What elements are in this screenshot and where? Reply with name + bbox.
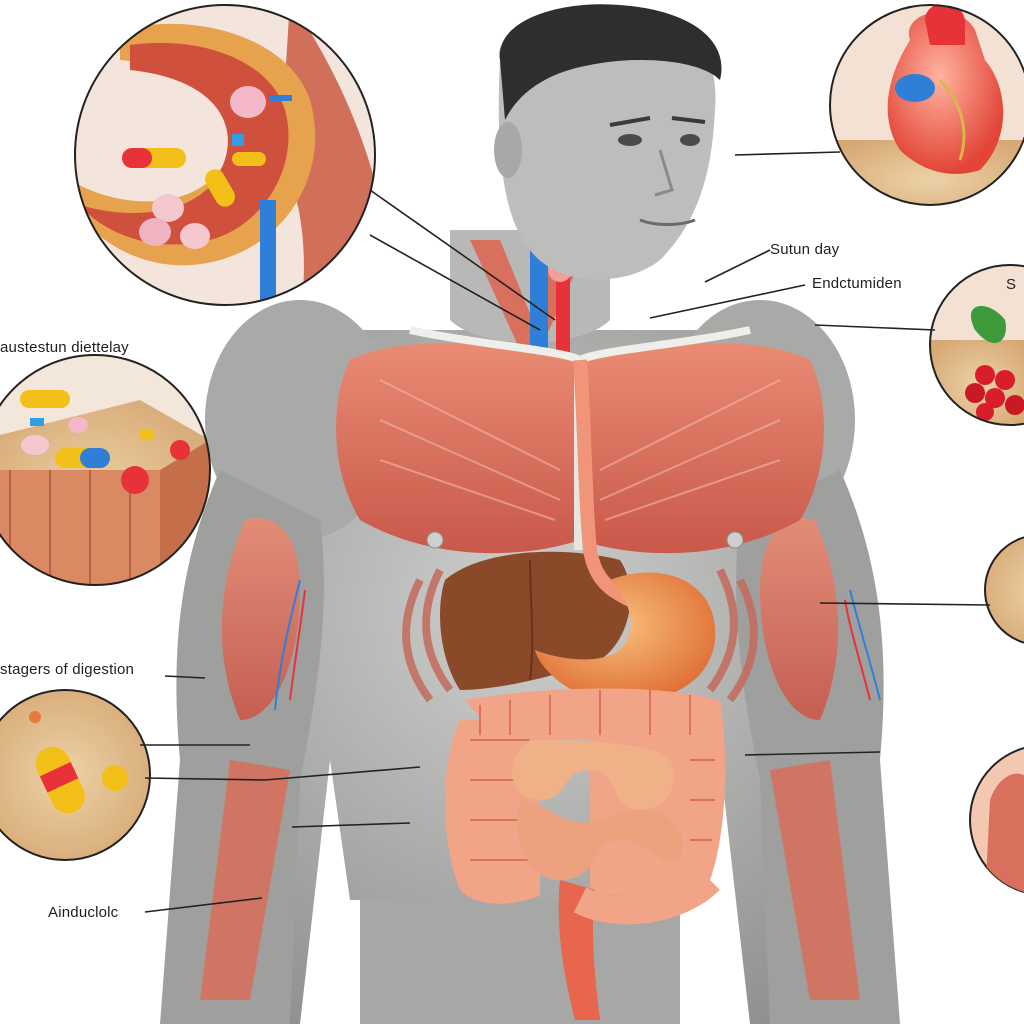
label-ainduclolc: Ainduclolc [48,904,119,921]
right-edge-inset-lower [969,746,1024,895]
human-figure [160,4,900,1024]
label-sutun-day: Sutun day [770,241,840,258]
pill-icon [139,86,266,249]
leaf-icon [970,306,1006,344]
berry-icon [965,365,1024,421]
label-stages-of-digestion: stagers of digestion [0,661,135,678]
dietary-inset [0,354,211,586]
right-edge-inset-upper [984,536,1024,644]
leader-lines [140,151,991,913]
label-right-edge-s: S [1006,276,1017,293]
stomach-cross-section-inset [74,4,376,306]
label-endocrine: Endctumiden [812,275,902,292]
heart-icon [887,5,1004,174]
capsule-icon [122,95,292,207]
heart-inset [829,4,1024,206]
label-dietary: austestun diettelay [0,339,129,356]
capsule-inset [0,689,151,861]
